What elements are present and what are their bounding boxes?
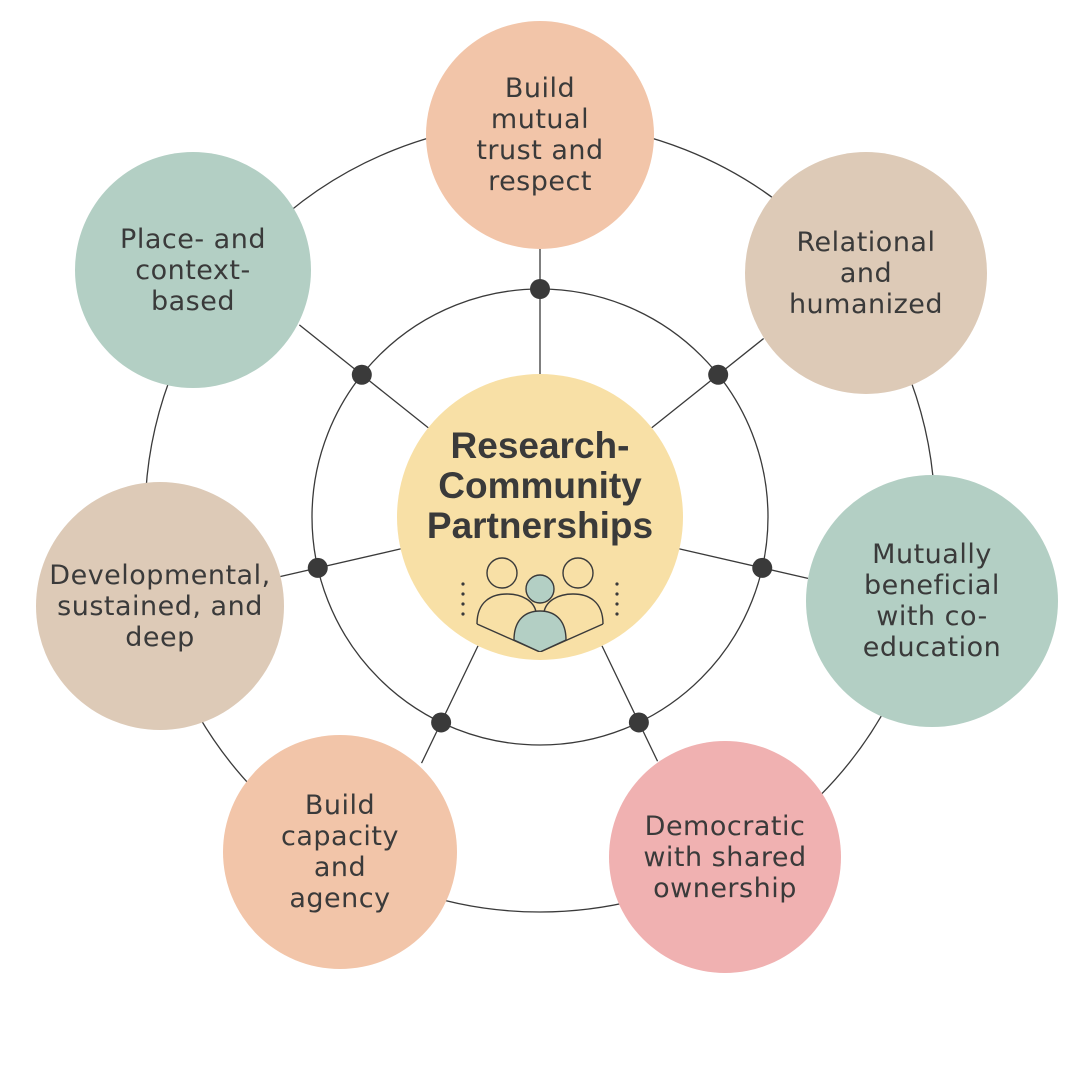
junction-dot [708, 364, 729, 385]
principle-label: Build capacity and agency [281, 790, 399, 914]
junction-dot [307, 557, 328, 578]
spoke-line [420, 645, 479, 764]
principle-label: Build mutual trust and respect [476, 73, 604, 197]
principle-node: Build capacity and agency [223, 735, 457, 969]
principle-node: Place- and context- based [75, 152, 311, 388]
center-title: Research- Community Partnerships [426, 425, 654, 546]
junction-dot [431, 712, 452, 733]
junction-dot [752, 557, 773, 578]
principle-label: Democratic with shared ownership [643, 810, 807, 904]
principle-node: Mutually beneficial with co- education [806, 475, 1058, 727]
spokes [280, 249, 809, 764]
principle-node: Relational and humanized [745, 152, 987, 394]
junction-dot [530, 279, 550, 299]
principle-node: Build mutual trust and respect [426, 21, 654, 249]
junction-dots [307, 279, 773, 733]
principle-label: Relational and humanized [788, 226, 944, 320]
spoke-line [679, 548, 809, 580]
principle-label: Mutually beneficial with co- education [862, 539, 1002, 663]
community-people-icon [461, 557, 619, 652]
junction-dot [628, 712, 649, 733]
spoke-line [601, 645, 659, 762]
center-hub: Research- Community Partnerships [397, 374, 683, 660]
principle-node: Democratic with shared ownership [609, 741, 841, 973]
junction-dot [351, 364, 372, 385]
spoke-line [651, 337, 765, 429]
principle-label: Developmental, sustained, and deep [49, 559, 271, 653]
principle-node: Developmental, sustained, and deep [36, 482, 284, 730]
principle-label: Place- and context- based [120, 223, 266, 317]
spoke-line [280, 548, 401, 578]
